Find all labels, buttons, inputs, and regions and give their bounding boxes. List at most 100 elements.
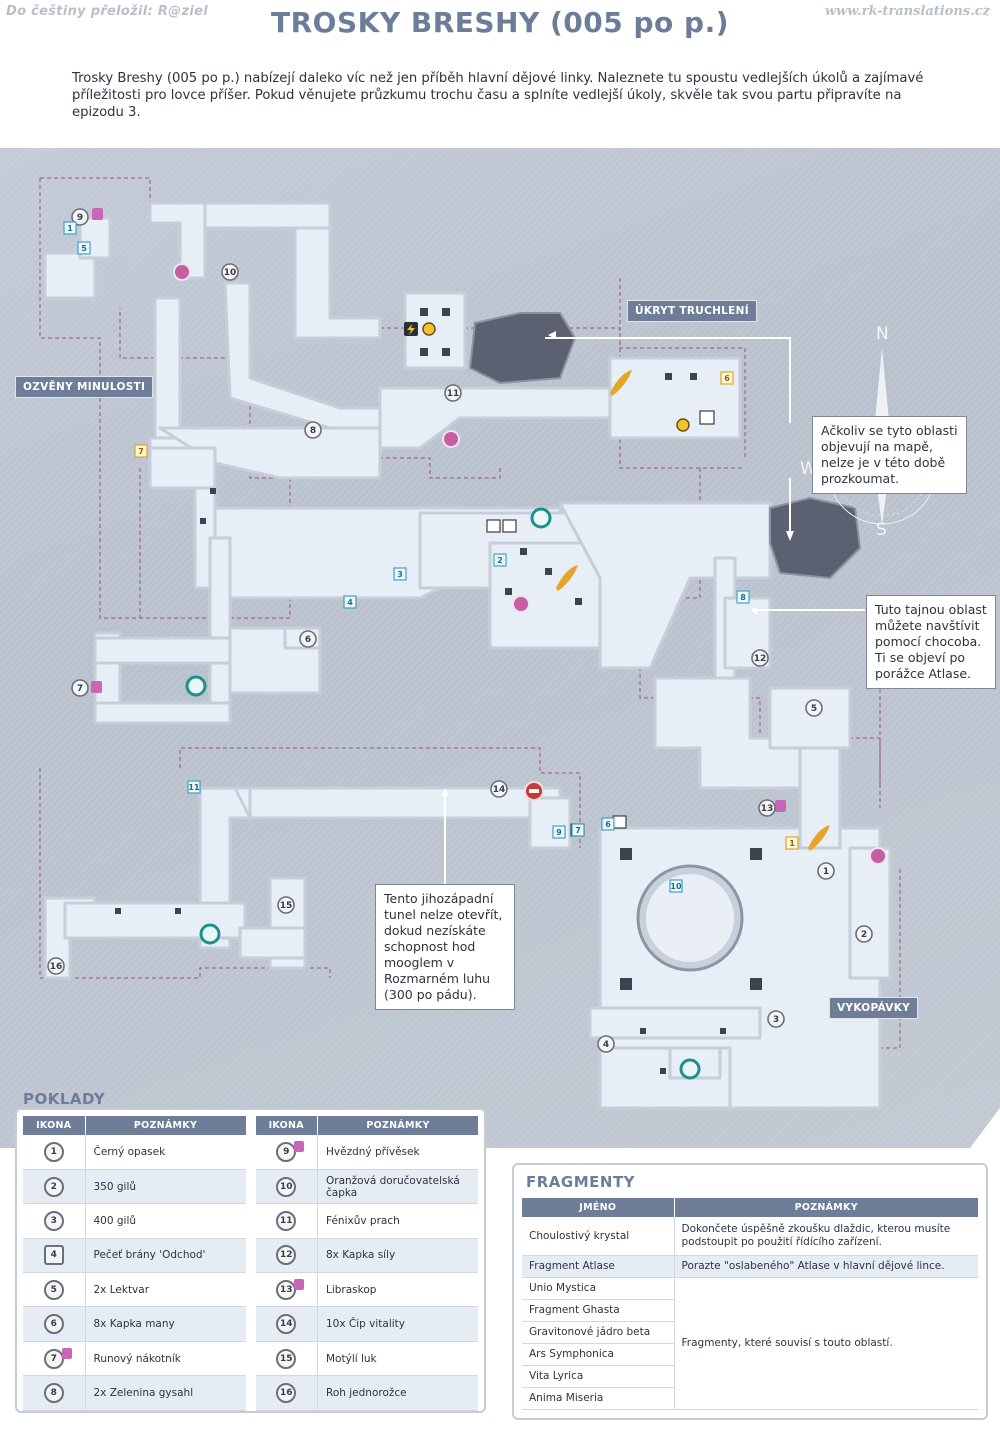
table-row: 2 350 gilů — [23, 1169, 246, 1205]
fragment-name: Vita Lyrica — [522, 1365, 675, 1388]
cyan-numbered-square-icon: 10 — [669, 879, 683, 893]
cyan-numbered-square-icon: 2 — [493, 553, 507, 567]
cyan-numbered-square-icon: 4 — [343, 595, 357, 609]
col-icon: IKONA — [255, 1116, 318, 1135]
gear-icon — [676, 418, 690, 432]
square-number: 6 — [724, 374, 730, 383]
save-point-icon — [185, 675, 207, 697]
treasure-sphere-icon: 13 — [758, 799, 776, 817]
area-label-ozveny: OZVĚNY MINULOSTI — [15, 376, 154, 398]
treasure-sphere-icon: 14 — [490, 780, 508, 798]
treasure-sphere-icon: 9 — [71, 208, 89, 226]
treasure-icon-cell: 7 — [23, 1341, 86, 1377]
table-row: Gravitonové jádro beta — [522, 1321, 978, 1344]
treasure-note: Roh jednorožce — [317, 1375, 478, 1411]
cyan-numbered-square-icon: 1 — [63, 221, 77, 235]
treasure-sphere-icon: 8 — [304, 421, 322, 439]
bag-icon — [294, 1278, 305, 1290]
square-number: 7 — [138, 447, 144, 456]
treasure-note: 10x Čip vitality — [317, 1306, 478, 1342]
treasure-note: Oranžová doručovatelská čapka — [317, 1169, 478, 1205]
table-row: Ars Symphonica — [522, 1343, 978, 1366]
treasure-note: Motýlí luk — [317, 1341, 478, 1377]
square-number: 8 — [740, 593, 746, 602]
moogle-icon — [442, 430, 460, 448]
terminal-icon — [486, 519, 501, 533]
feather-icon — [610, 370, 632, 396]
treasure-icon-cell: 10 — [255, 1169, 318, 1205]
bag-icon — [294, 1140, 305, 1152]
moogle-icon — [869, 847, 887, 865]
cyan-numbered-square-icon: 5 — [77, 241, 91, 255]
treasure-note: 2x Zelenina gysahl — [85, 1375, 246, 1411]
col-icon: IKONA — [23, 1116, 86, 1135]
table-row: Fragment Ghasta — [522, 1299, 978, 1322]
fragment-name: Ars Symphonica — [522, 1343, 675, 1366]
treasure-number: 14 — [493, 785, 506, 795]
callout-lines — [444, 337, 865, 890]
square-number: 11 — [188, 783, 200, 792]
treasure-sphere-icon: 10 — [221, 263, 239, 281]
treasure-icon-cell: 3 — [23, 1203, 86, 1239]
treasure-sphere-icon: 13 — [276, 1278, 305, 1300]
fragment-note: Dokončete úspěšně zkoušku dlaždic, ktero… — [674, 1217, 978, 1256]
treasure-number: 13 — [761, 804, 774, 814]
treasure-icon-cell: 6 — [23, 1306, 86, 1342]
blocked-door-icon — [524, 781, 544, 801]
treasure-sphere-icon: 10 — [276, 1176, 297, 1197]
square-number: 3 — [397, 570, 403, 579]
treasure-note: Libraskop — [317, 1272, 478, 1308]
callout-tunnel: Tento jihozápadní tunel nelze otevřít, d… — [375, 884, 515, 1010]
treasure-number: 7 — [77, 684, 83, 694]
yellow-square-markers: 167 — [134, 371, 799, 850]
col-notes: POZNÁMKY — [674, 1198, 978, 1217]
yellow-numbered-square-icon: 7 — [134, 444, 148, 458]
square-number: 5 — [81, 244, 87, 253]
treasure-icon-cell: 15 — [255, 1341, 318, 1377]
treasure-icon-cell: 12 — [255, 1238, 318, 1274]
feather-icon — [808, 825, 830, 851]
treasure-number: 15 — [280, 901, 293, 911]
area-label-ukryt: ÚKRYT TRUCHLENÍ — [627, 300, 757, 322]
treasure-icon-cell: 8 — [23, 1375, 86, 1411]
page-title: TROSKY BRESHY (005 po p.) — [271, 6, 729, 39]
treasure-sphere-icon: 3 — [767, 1010, 785, 1028]
treasure-icon-cell: 9 — [255, 1135, 318, 1170]
treasure-sphere-icon: 11 — [276, 1210, 297, 1231]
bag-icon — [91, 681, 102, 693]
treasure-icon-cell: 14 — [255, 1306, 318, 1342]
credit-left: Do češtiny přeložil: R@ziel — [6, 4, 208, 19]
bag-icon — [61, 1347, 72, 1359]
treasure-note: 350 gilů — [85, 1169, 246, 1205]
bag-icon — [92, 208, 103, 220]
treasure-number: 9 — [77, 213, 83, 223]
intro-paragraph: Trosky Breshy (005 po p.) nabízejí dalek… — [72, 71, 924, 120]
treasure-sphere-icon: 15 — [277, 896, 295, 914]
arena — [620, 848, 762, 990]
treasure-sphere-icon: 2 — [43, 1176, 64, 1197]
arrow-head — [548, 331, 556, 339]
col-notes: POZNÁMKY — [85, 1116, 246, 1135]
treasure-sphere-icon: 11 — [444, 384, 462, 402]
square-number: 10 — [670, 882, 682, 891]
treasure-note: Runový nákotník — [85, 1341, 246, 1377]
treasure-sphere-icon: 1 — [43, 1141, 64, 1162]
fragment-name: Unio Mystica — [522, 1277, 675, 1300]
treasure-icon-cell: 5 — [23, 1272, 86, 1308]
area-label-vykopavky: VYKOPÁVKY — [829, 997, 919, 1019]
treasure-icon-cell: 16 — [255, 1375, 318, 1411]
